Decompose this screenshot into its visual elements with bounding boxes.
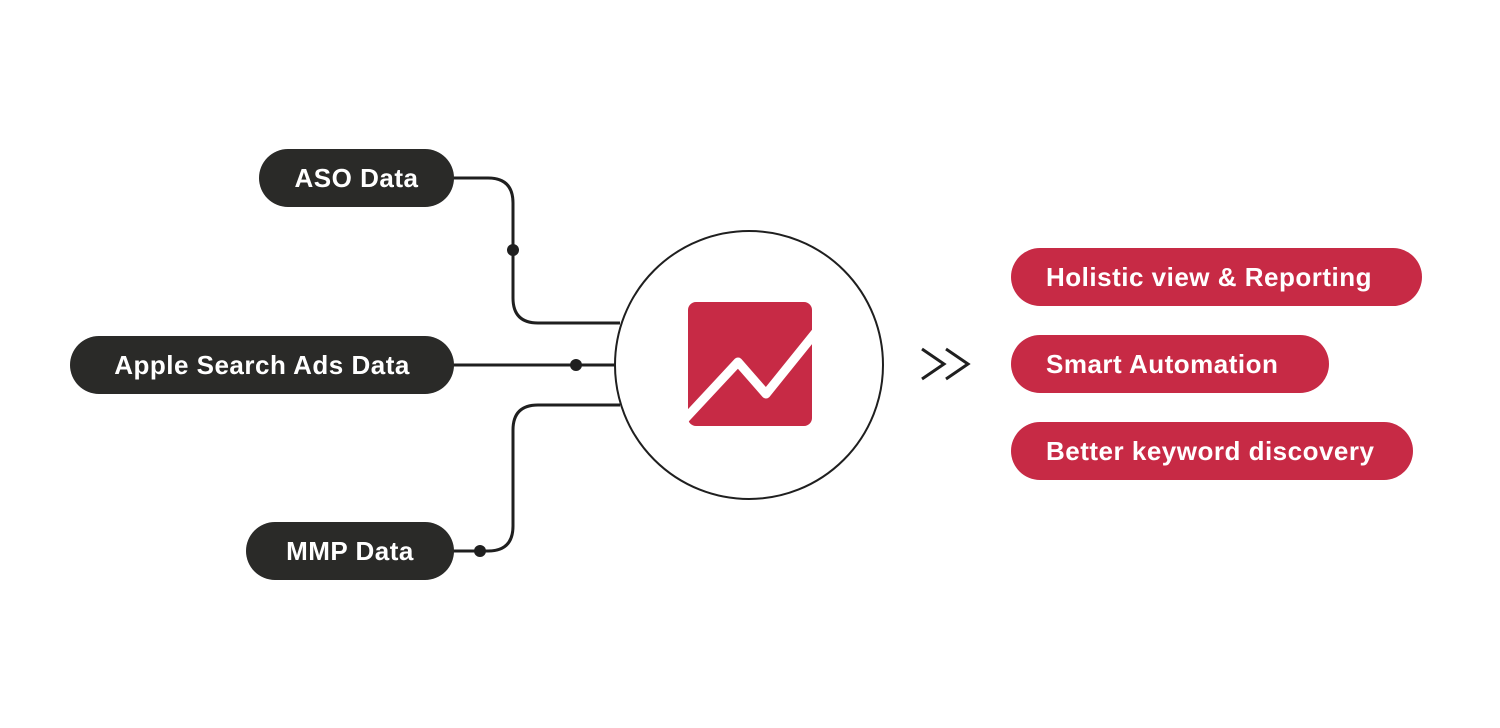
input-pill-label: ASO Data xyxy=(294,163,419,193)
output-pill-label: Better keyword discovery xyxy=(1046,436,1375,466)
trend-chart-icon xyxy=(688,302,812,426)
input-pill-aso: ASO Data xyxy=(259,149,454,207)
mmp-connector xyxy=(453,403,620,553)
input-pill-mmp: MMP Data xyxy=(246,522,454,580)
input-pill-label: MMP Data xyxy=(286,536,414,566)
input-pill-apple-search-ads: Apple Search Ads Data xyxy=(70,336,454,394)
input-pill-label: Apple Search Ads Data xyxy=(114,350,410,380)
asa-connector-node xyxy=(570,359,582,371)
mmp-connector-node xyxy=(474,545,486,557)
output-pill-discovery: Better keyword discovery xyxy=(1011,422,1413,480)
aso-connector-node xyxy=(507,244,519,256)
output-pill-label: Holistic view & Reporting xyxy=(1046,262,1372,292)
output-pill-reporting: Holistic view & Reporting xyxy=(1011,248,1422,306)
hub-circle xyxy=(614,230,884,500)
double-chevron-right-icon xyxy=(921,347,971,381)
aso-connector xyxy=(453,176,620,325)
output-pill-label: Smart Automation xyxy=(1046,349,1279,379)
output-pill-automation: Smart Automation xyxy=(1011,335,1329,393)
